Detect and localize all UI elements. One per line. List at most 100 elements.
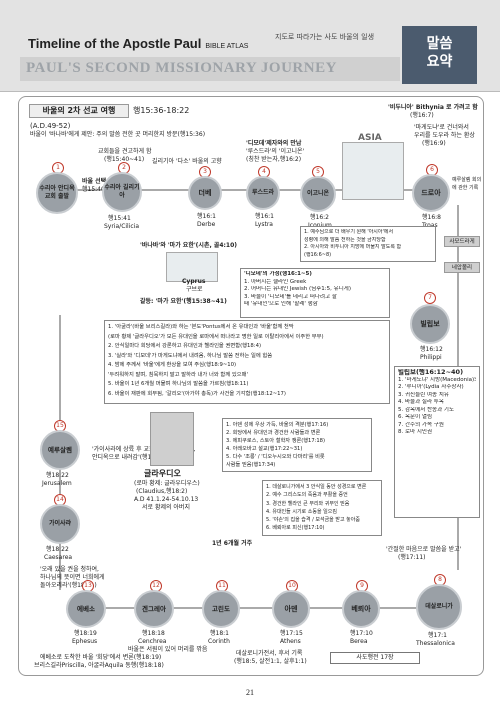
node8-ref: 행17:1: [428, 632, 447, 639]
barnabas-note: '바나바'와 '마가 요한'(시촌, 골4:10): [140, 242, 238, 249]
timothy-line: 3. 바울이 '디모데'를 데리고 떠나려고 할: [244, 293, 337, 300]
main-line: 1. '아굴라'(바울 브리스길라)와 하는 '본도'Pontus에서 온 유대…: [108, 324, 294, 330]
philippi-line: 3. 귀신들린 여종 치유: [398, 391, 449, 398]
node-jerusalem[interactable]: 예루살렘: [40, 430, 80, 470]
node-philippi[interactable]: 빌립보: [410, 304, 450, 344]
corinth-stay-label: 1년 6개월 거주: [212, 540, 253, 547]
page-number: 21: [246, 688, 254, 697]
timothy-line: 2. 어머니는 유대인 Jewish (딤후1:5, 유니게): [244, 286, 351, 292]
header-band: [20, 57, 400, 81]
macedonia-call-b: 우리를 도우라 하는 환상: [414, 132, 475, 139]
thess-line: 5. '야손'의 집을 습격 / 보석금을 받고 놓아줌: [266, 517, 360, 524]
asia-line: (행16:6~8): [304, 251, 332, 258]
node6-ref: 행16:8: [422, 214, 441, 221]
letters-a: 데살로니가전서, 후서 기록: [236, 650, 303, 657]
berea-note-a: '간절한 마음으로 말씀을 받고': [386, 546, 462, 553]
node10-ref-b: Athens: [280, 638, 301, 645]
route-mid: 길리기아 '다소' 바울의 고향: [152, 158, 222, 165]
node6-ref-b: Troas: [422, 222, 438, 230]
athens-line: 사람들 믿음(행17:34): [226, 462, 276, 468]
main-line: 2. 안식일마다 회당에서 강론하고 유대인과 헬라인을 권면함(행18:4): [108, 343, 262, 349]
node4-ref: 행16:1: [255, 213, 274, 220]
berea-note-b: (행17:11): [398, 554, 426, 561]
node2-ref: 행15:41: [108, 215, 131, 222]
philippi-line: 1. '마게도냐' 지방(Macedonia)의 첫 성: [398, 376, 476, 383]
ephesus-quote-c: 돌아오리라'(행18:21): [40, 582, 97, 589]
header-title-text: Timeline of the Apostle Paul: [28, 36, 202, 51]
node-thessalonica[interactable]: 데살로니가: [416, 584, 462, 630]
node2-ref-b: Syria/Cilicia: [104, 223, 140, 230]
node-athens[interactable]: 아덴: [272, 590, 310, 628]
cyprus-map: [166, 252, 218, 282]
section-intro: 바울이 '바나바'에게 제안: 주의 말씀 전한 곳 머리한지 방문(행15:3…: [30, 131, 206, 138]
main-line: 5. 바울이 1년 6개월 머물며 하나님의 말씀을 가르침(행18:11): [108, 381, 249, 387]
asia-line: 2. 아시아와 비두니아 지방에 머물지 말도록 함: [304, 244, 402, 250]
main-line: 6. 바울이 재판에 회부됨, '갈리오'(아가야 총독)가 사건을 기각함(행…: [108, 390, 286, 397]
philippi-box-title: 빌립보(행16:12~40): [398, 369, 464, 376]
node-caesarea[interactable]: 가이사랴: [40, 504, 80, 544]
neapolis-tag: 네압볼리: [444, 262, 480, 273]
node-cenchrea[interactable]: 겐그레아: [134, 590, 174, 628]
cyprus-label: Cyprus: [182, 278, 206, 285]
section-ref: 행15:36-18:22: [133, 106, 190, 115]
node13-ref-b: Ephesus: [72, 638, 98, 645]
athens-line: 1. 아덴 성에 우상 가득, 바울의 격분(행17:16): [226, 422, 329, 428]
node-ephesus[interactable]: 에베소: [66, 590, 106, 628]
node-berea[interactable]: 베뢰아: [342, 590, 380, 628]
node14-ref-b: Caesarea: [44, 554, 73, 561]
node15-ref: 행18:22: [46, 472, 69, 479]
jerusalem-quote-b: 안디옥으로 내려감'(행18:22): [92, 454, 168, 461]
side-label-2: 요약: [426, 54, 453, 70]
route-timothy-a: '디모데'제자와의 만남: [246, 140, 302, 147]
claudius-desc: 서로 황제의 아버지: [142, 504, 190, 511]
node-troas[interactable]: 드로아: [412, 174, 450, 212]
node3-ref-b: Derbe: [197, 221, 216, 228]
philippi-line: 8. 로마 시민권: [398, 429, 433, 435]
node12-ref: 행18:18: [142, 630, 165, 637]
timothy-line: 1. 아버지는 헬라인 Greek: [244, 278, 307, 285]
jerusalem-quote-a: '가이사라에 상륙 후 교회에 안부 물은 후,: [92, 446, 196, 453]
cyprus-label-kr: 구브로: [186, 286, 203, 293]
node7-ref-b: Philippi: [420, 354, 442, 361]
node-antioch[interactable]: 수리아 안디옥교회 출발: [36, 172, 78, 214]
conflict-note: 갈등: '마가 요한'(행15:38~41): [140, 298, 227, 305]
philippi-line: 5. 감옥에서 찬송과 기도: [398, 406, 455, 413]
samothrace-tag: 사모드라게: [444, 236, 480, 247]
section-date: (A.D.49-52): [30, 122, 71, 130]
bithynia-note: '비두니아' Bithynia 로 가려고 함: [388, 104, 478, 111]
main-line: 3. '실라'와 '디모데'가 마게도냐에서 내려옴, 하나님 말씀 전하는 일…: [108, 352, 273, 359]
node-syria-cilicia[interactable]: 수리아 길리기아: [102, 172, 142, 212]
main-line: 4. 밤에 주께서 '바울'에게 환상을 보여 주심(행18:9~10): [108, 362, 237, 368]
thess-line: 4. 유대인들 시기로 소동을 일으킴: [266, 508, 337, 515]
node9-ref: 행17:10: [350, 630, 373, 637]
node-derbe[interactable]: 더베: [188, 176, 222, 210]
timothy-line: 때 '유대인'으로 인해 '할례' 행함: [244, 301, 318, 307]
cenchrea-note: 바울은 서원이 있어 머리를 깎음: [128, 646, 208, 653]
athens-box: 1. 아덴 성에 우상 가득, 바울의 격분(행17:16) 2. 회당에서 유…: [222, 418, 372, 472]
main-line: '두려워하지 말며, 침묵하지 말고 말하라 내가 너와 함께 있으매': [108, 371, 248, 378]
node11-ref: 행18:1: [210, 630, 229, 637]
philippi-line: 2. '루디아'(Lydia 자주장사): [398, 384, 464, 390]
node4-ref-b: Lystra: [255, 221, 273, 228]
header-title-tag: BIBLE ATLAS: [205, 43, 249, 50]
troas-side-note: 예루살렘 회의에 관한 기록: [452, 177, 482, 191]
ephesus-quote-a: '오래 있을 권을 청하여,: [40, 566, 99, 573]
bithynia-note-b: (행16:7): [410, 112, 434, 119]
node-num-5: 5: [312, 166, 324, 178]
node-lystra[interactable]: 루스드라: [246, 176, 280, 210]
node8-ref-b: Thessalonica: [416, 640, 455, 647]
node-iconium[interactable]: 이고니온: [300, 176, 336, 212]
node12-ref-b: Cenchrea: [138, 638, 167, 645]
thessalonica-box: 1. 데살로니가에서 3 안식일 동안 성경으로 변론 2. 예수 그리스도의 …: [262, 480, 382, 536]
claudius-bust-image: [150, 412, 194, 466]
philippi-line: 6. 옥문이 열림: [398, 414, 433, 420]
node-num-3: 3: [199, 166, 211, 178]
thess-line: 1. 데살로니가에서 3 안식일 동안 성경으로 변론: [266, 484, 367, 490]
asia-note-box: 1. 예수님으로 더 배우기 원해 '아시아'에서 성령에 의해 말씀 전하는 …: [300, 226, 436, 262]
claudius-name-en: (Claudius,행18:2): [136, 488, 188, 495]
node5-ref-b: Iconium: [308, 222, 332, 230]
node-corinth[interactable]: 고린도: [202, 590, 240, 628]
ephesus-quote-b: 하나님의 뜻이면 너희에게: [40, 574, 105, 581]
timothy-box-title: '디모데'의 가정(행16:1~5): [244, 271, 312, 277]
athens-line: 2. 회당에서 유대인과 경건한 사람들과 변론: [226, 430, 321, 436]
